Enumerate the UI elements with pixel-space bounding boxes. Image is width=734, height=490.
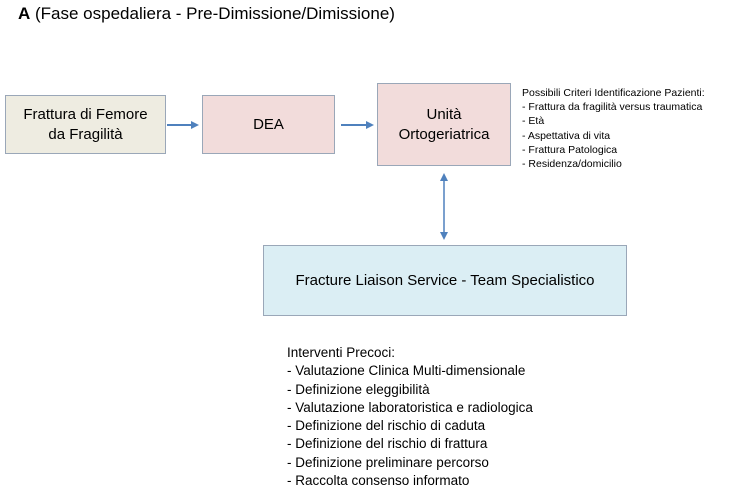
interventi-list: Interventi Precoci: - Valutazione Clinic… (287, 344, 533, 490)
box-fracture-liaison-service: Fracture Liaison Service - Team Speciali… (263, 245, 627, 316)
interventi-item: - Definizione del rischio di frattura (287, 436, 488, 452)
interventi-item: - Definizione del rischio di caduta (287, 418, 486, 434)
interventi-item: - Raccolta consenso informato (287, 473, 470, 489)
unita-line-2: Ortogeriatrica (398, 125, 490, 143)
criteria-item: - Residenza/domicilio (522, 158, 622, 171)
box-unita-ortogeriatrica: Unità Ortogeriatrica (377, 83, 511, 166)
criteria-item: - Età (522, 115, 545, 128)
criteria-item: - Frattura Patologica (522, 143, 618, 156)
frattura-line-1: Frattura di Femore (23, 105, 148, 123)
interventi-item: - Definizione preliminare percorso (287, 454, 489, 470)
fls-label: Fracture Liaison Service - Team Speciali… (295, 271, 595, 289)
title-letter: A (18, 4, 31, 23)
criteria-list: Possibili Criteri Identificazione Pazien… (522, 86, 705, 171)
criteria-item: - Frattura da fragilità versus traumatic… (522, 101, 703, 114)
unita-line-1: Unità (426, 105, 462, 123)
criteria-item: - Aspettativa di vita (522, 129, 611, 142)
box-dea: DEA (202, 95, 335, 154)
interventi-heading: Interventi Precoci: (287, 345, 396, 360)
frattura-line-2: da Fragilità (48, 125, 123, 143)
title-text: (Fase ospedaliera - Pre-Dimissione/Dimis… (30, 4, 395, 23)
dea-label: DEA (253, 115, 284, 133)
interventi-item: - Definizione eleggibilità (287, 381, 430, 397)
interventi-item: - Valutazione Clinica Multi-dimensionale (287, 363, 526, 379)
interventi-item: - Valutazione laboratoristica e radiolog… (287, 399, 533, 415)
diagram-title: A (Fase ospedaliera - Pre-Dimissione/Dim… (18, 4, 395, 24)
criteria-heading: Possibili Criteri Identificazione Pazien… (522, 87, 705, 99)
box-frattura-femore: Frattura di Femore da Fragilità (5, 95, 166, 154)
